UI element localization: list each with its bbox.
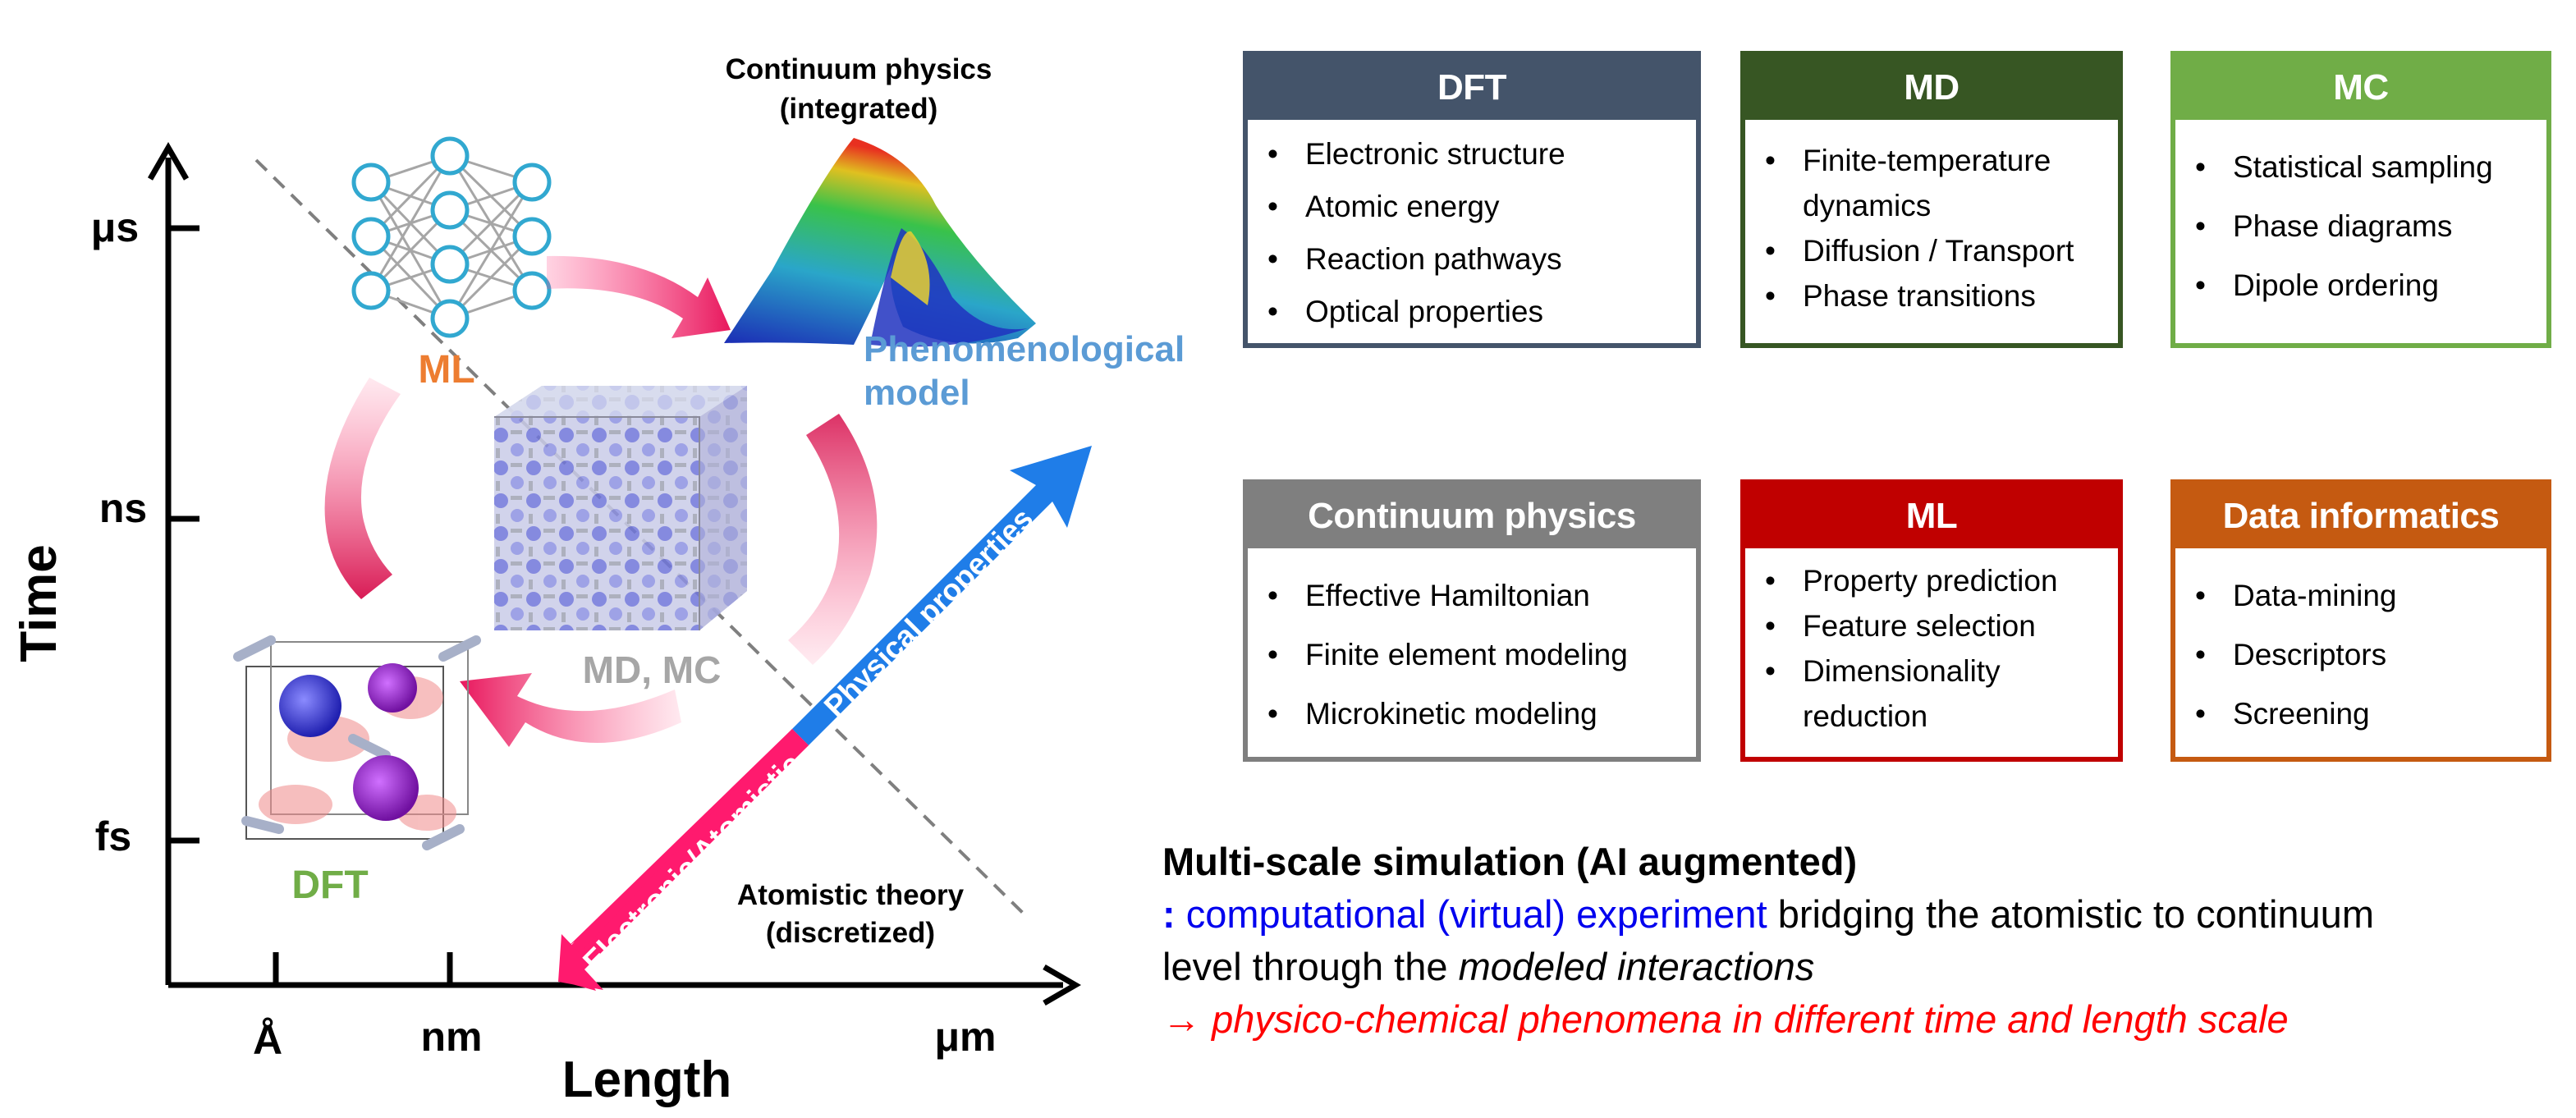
list-item-continuation: dynamics (1803, 189, 1932, 222)
list-item: Data-mining (2195, 566, 2546, 625)
dft-box-list: Electronic structure Atomic energy React… (1248, 120, 1696, 338)
md-box-title: MD (1745, 56, 2118, 120)
md-box-list: Finite-temperature dynamics Diffusion / … (1745, 120, 2118, 318)
caption: Multi-scale simulation (AI augmented) : … (1162, 836, 2558, 1046)
list-item: Electronic structure (1267, 128, 1696, 181)
list-item: Microkinetic modeling (1267, 685, 1696, 744)
list-item: Screening (2195, 685, 2546, 744)
continuum-label-line2: (integrated) (780, 93, 938, 125)
caption-line3-plain: level through the (1162, 945, 1448, 988)
multiscale-diagram: Time Length μs ns fs Å nm μm ML Continuu… (11, 53, 1185, 1108)
caption-line2: : computational (virtual) experiment bri… (1162, 888, 2558, 941)
caption-arrow: → (1162, 997, 1201, 1041)
continuum-label-line1: Continuum physics (726, 53, 992, 85)
continuum-surface-icon (724, 138, 1036, 347)
continuum-box-list: Effective Hamiltonian Finite element mod… (1248, 548, 1696, 744)
list-item: Atomic energy (1267, 181, 1696, 233)
list-item: Finite element modeling (1267, 625, 1696, 685)
ml-method-box: ML Property prediction Feature selection… (1740, 479, 2123, 762)
mc-box-title: MC (2175, 56, 2546, 120)
list-item-continuation: reduction (1803, 699, 1928, 733)
list-item: Dipole ordering (2195, 256, 2546, 315)
list-item: Feature selection (1765, 603, 2118, 648)
scale-bridge-arrow (558, 446, 1092, 991)
caption-line2-rest: bridging the atomistic to continuum (1777, 892, 2374, 936)
dft-box-title: DFT (1248, 56, 1696, 120)
data-informatics-box-title: Data informatics (2175, 484, 2546, 548)
dft-label: DFT (291, 864, 368, 907)
list-item: Property prediction (1765, 558, 2118, 603)
ml-box-title: ML (1745, 484, 2118, 548)
caption-highlight: computational (virtual) experiment (1185, 892, 1767, 936)
ml-box-list: Property prediction Feature selection Di… (1745, 548, 2118, 739)
list-item: Reaction pathways (1267, 233, 1696, 286)
md-method-box: MD Finite-temperature dynamics Diffusion… (1740, 51, 2123, 348)
md-mc-simulation-icon (494, 386, 747, 630)
caption-line3-italic: modeled interactions (1458, 945, 1815, 988)
list-item: Phase transitions (1765, 273, 2118, 318)
y-axis-title: Time (11, 544, 67, 662)
cycle-arrows (324, 255, 878, 747)
list-item: Finite-temperature (1765, 138, 2118, 183)
dft-method-box: DFT Electronic structure Atomic energy R… (1243, 51, 1701, 348)
x-tick-nm: nm (421, 1014, 483, 1060)
mc-method-box: MC Statistical sampling Phase diagrams D… (2170, 51, 2551, 348)
list-item: Statistical sampling (2195, 138, 2546, 197)
list-item: Optical properties (1267, 286, 1696, 338)
caption-line4-text: physico-chemical phenomena in different … (1212, 997, 2289, 1041)
phenomenological-label-line2: model (864, 373, 970, 413)
x-axis-title: Length (562, 1052, 732, 1108)
dft-structure-icon (233, 635, 481, 850)
md-mc-label: MD, MC (583, 648, 722, 691)
axes (147, 142, 1081, 1006)
list-item: Dimensionality (1765, 648, 2118, 694)
atomistic-label-line1: Atomistic theory (737, 879, 965, 911)
list-item: Diffusion / Transport (1765, 228, 2118, 273)
list-item: Descriptors (2195, 625, 2546, 685)
x-tick-um: μm (934, 1014, 996, 1060)
data-informatics-box-list: Data-mining Descriptors Screening (2175, 548, 2546, 744)
data-informatics-method-box: Data informatics Data-mining Descriptors… (2170, 479, 2551, 762)
caption-line4: → physico-chemical phenomena in differen… (1162, 993, 2558, 1046)
caption-line3: level through the modeled interactions (1162, 941, 2558, 993)
list-item: Phase diagrams (2195, 197, 2546, 256)
x-tick-angstrom: Å (253, 1017, 282, 1063)
y-tick-ns: ns (99, 485, 147, 531)
y-tick-us: μs (91, 204, 139, 250)
phenomenological-label-line1: Phenomenological (864, 329, 1185, 369)
continuum-method-box: Continuum physics Effective Hamiltonian … (1243, 479, 1701, 762)
mc-box-list: Statistical sampling Phase diagrams Dipo… (2175, 120, 2546, 315)
neural-network-icon (351, 136, 552, 338)
atomistic-label-line2: (discretized) (766, 917, 935, 949)
caption-title: Multi-scale simulation (AI augmented) (1162, 840, 1858, 883)
list-item: Effective Hamiltonian (1267, 566, 1696, 625)
caption-colon: : (1162, 892, 1176, 936)
y-tick-fs: fs (95, 813, 131, 859)
ml-label: ML (418, 348, 474, 392)
continuum-box-title: Continuum physics (1248, 484, 1696, 548)
